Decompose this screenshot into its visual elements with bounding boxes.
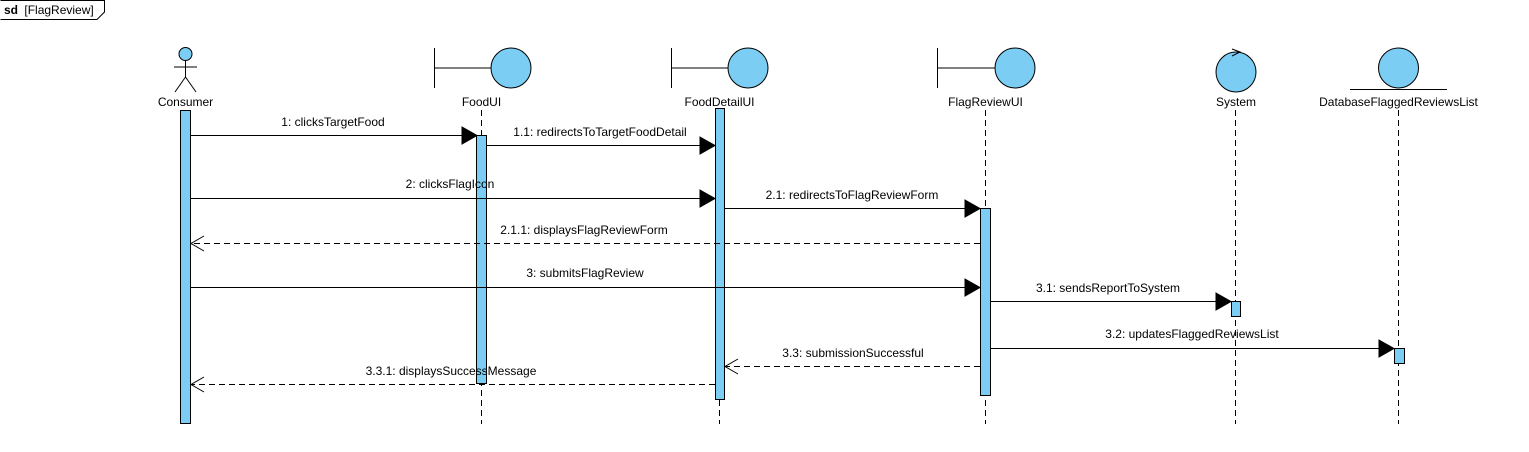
messages — [189, 126, 1396, 393]
activation-bar-db — [1394, 348, 1405, 364]
frame-tag: sd [FlagReview] — [0, 0, 105, 20]
activation-bar-system — [1231, 301, 1241, 317]
frame-name: [FlagReview] — [24, 3, 93, 17]
lifeline-label-consumer: Consumer — [158, 95, 213, 109]
message-label: 2.1: redirectsToFlagReviewForm — [766, 188, 939, 202]
activation-bar-foodui — [476, 135, 487, 384]
message-label: 3: submitsFlagReview — [526, 266, 644, 280]
boundary-icon — [937, 47, 1036, 89]
arrowhead-filled — [699, 136, 717, 155]
activation-bar-consumer — [180, 110, 191, 424]
arrowhead-open — [189, 235, 205, 252]
frame-keyword: sd — [4, 3, 18, 17]
lifeline-label-db: DatabaseFlaggedReviewsList — [1319, 95, 1478, 109]
arrowhead-filled — [1215, 292, 1233, 311]
message-label: 2.1.1: displaysFlagReviewForm — [500, 223, 667, 237]
arrowhead-filled — [964, 278, 982, 297]
activation-bar-flagreviewui — [980, 208, 991, 396]
message-labels: 1: clicksTargetFood 1.1: redirectsToTarg… — [281, 115, 1279, 378]
svg-text:sd [FlagReview]: sd [FlagReview] — [4, 3, 94, 17]
message-label: 3.2: updatesFlaggedReviewsList — [1105, 327, 1279, 341]
arrowhead-filled — [1378, 339, 1396, 358]
arrowhead-filled — [461, 126, 479, 145]
entity-icon — [1350, 47, 1447, 90]
boundary-icon — [434, 47, 532, 89]
message-label: 1.1: redirectsToTargetFoodDetail — [513, 125, 686, 139]
arrowhead-open — [189, 376, 205, 393]
arrowhead-filled — [699, 189, 717, 208]
message-label: 3.1: sendsReportToSystem — [1036, 281, 1180, 295]
arrowhead-open — [723, 358, 739, 375]
lifeline-label-flagreviewui: FlagReviewUI — [948, 95, 1023, 109]
message-label: 1: clicksTargetFood — [281, 115, 384, 129]
message-label: 3.3.1: displaysSuccessMessage — [366, 364, 537, 378]
lifeline-label-system: System — [1216, 95, 1256, 109]
lifeline-label-foodui: FoodUI — [462, 95, 501, 109]
boundary-icon — [671, 47, 769, 89]
activation-bar-fooddetailui — [715, 108, 725, 400]
message-label: 3.3: submissionSuccessful — [782, 346, 923, 360]
actor-icon — [174, 47, 197, 93]
lifeline-label-fooddetailui: FoodDetailUI — [684, 95, 754, 109]
control-icon — [1215, 48, 1257, 93]
arrowhead-filled — [964, 199, 982, 218]
activations — [180, 108, 1405, 424]
message-label: 2: clicksFlagIcon — [406, 177, 495, 191]
